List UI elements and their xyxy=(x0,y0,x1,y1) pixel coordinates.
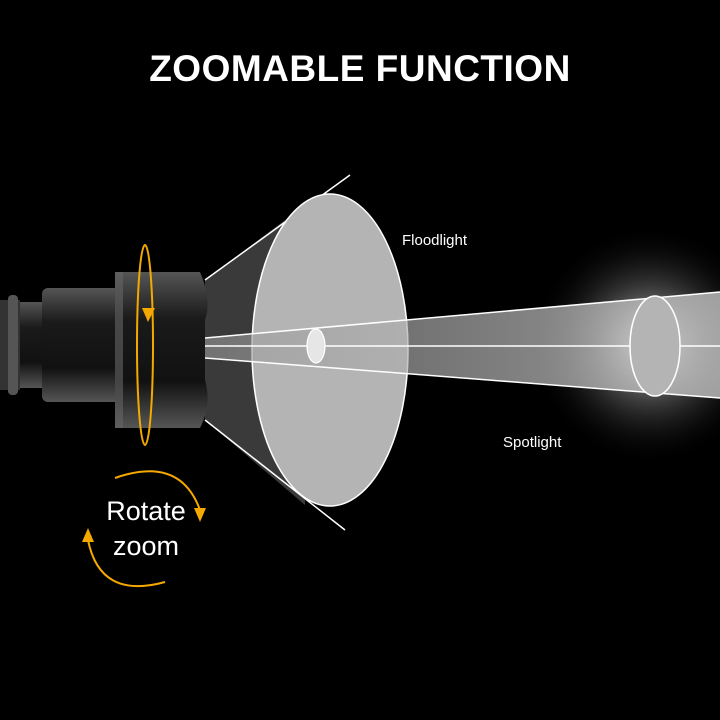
floodlight-label: Floodlight xyxy=(402,232,468,249)
rotate-label: Rotate xyxy=(106,496,186,526)
spotlight-beam xyxy=(204,291,720,399)
page-title: ZOOMABLE FUNCTION xyxy=(149,48,571,89)
rotation-arrow-icon xyxy=(136,244,155,446)
flashlight-head xyxy=(0,272,208,428)
spotlight-label: Spotlight xyxy=(503,434,562,451)
rotate-zoom-arrows-icon xyxy=(87,470,201,588)
zoom-label: zoom xyxy=(112,531,180,561)
